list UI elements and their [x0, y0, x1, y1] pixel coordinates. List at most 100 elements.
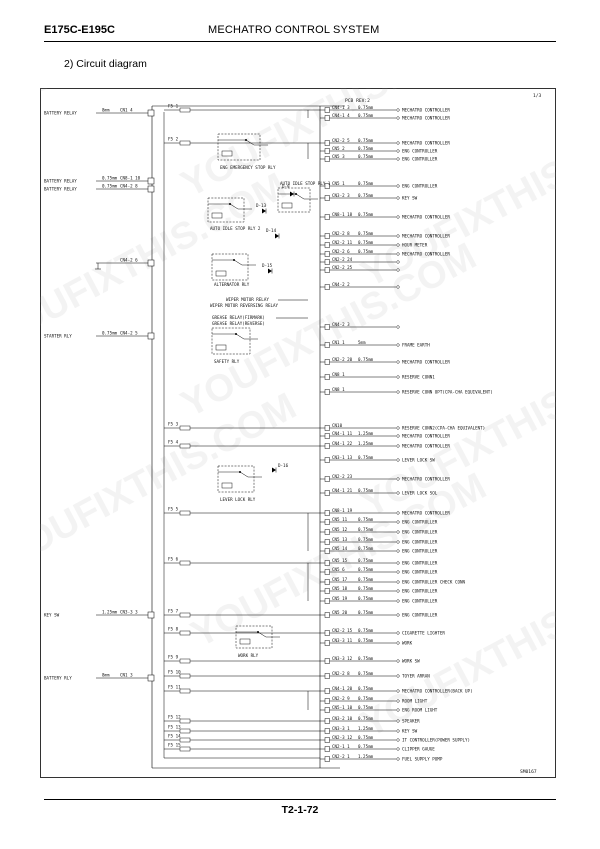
- relay-outline: [217, 133, 261, 161]
- relay-contact: [229, 203, 239, 210]
- output-pin: [324, 140, 330, 146]
- output-destination: MECHATRO CONTROLLER: [402, 444, 450, 449]
- relay-contact: [239, 471, 249, 478]
- diode-d9: [290, 191, 294, 197]
- output-terminal: [396, 157, 400, 161]
- output-connector: CN4-1 3: [332, 105, 350, 110]
- output-destination: MECHATRO CONTROLLER: [402, 511, 450, 516]
- output-connector: CN3-3 12: [332, 656, 353, 661]
- output-wire-size: 0.75mm: [358, 577, 374, 582]
- relay-label: AUTO IDLE STOP RLY 2: [210, 226, 261, 231]
- page-number: T2-1-72: [281, 804, 319, 816]
- fuse-symbol: [179, 718, 191, 724]
- output-pin: [324, 519, 330, 525]
- left-connector: CN8-1 10: [120, 176, 141, 181]
- output-wire-size: 0.75mm: [358, 357, 374, 362]
- output-wire-size: 0.75mm: [358, 558, 374, 563]
- output-terminal: [396, 390, 400, 394]
- relay-label: WORK RLY: [238, 653, 259, 658]
- output-destination: WORK: [402, 641, 413, 646]
- output-connector: CN5-1 10: [332, 705, 353, 710]
- fuse-symbol: [179, 673, 191, 679]
- output-connector: CN2-2 5: [332, 138, 350, 143]
- output-destination: CIGARETTE LIGHTER: [402, 631, 445, 636]
- section-heading: 2) Circuit diagram: [64, 58, 147, 70]
- diode-d16: [272, 467, 276, 473]
- output-pin: [324, 374, 330, 380]
- output-pin: [324, 490, 330, 496]
- output-wire-size: 1.25mm: [358, 754, 374, 759]
- output-connector: CN5 3: [332, 154, 345, 159]
- output-wire-size: 0.75mm: [358, 656, 374, 661]
- output-destination: RESERVE CONN2(CPA-CHA EQUIVALENT): [402, 426, 485, 431]
- output-pin: [324, 425, 330, 431]
- relay-coil: [211, 212, 223, 219]
- left-label: KEY SW: [44, 613, 60, 618]
- left-label: BATTERY RELAY: [44, 179, 77, 184]
- output-terminal: [396, 530, 400, 534]
- left-terminal: [147, 177, 155, 185]
- output-destination: RESERVE CONN OPT(CPA-CHA EQUIVALENT): [402, 390, 493, 395]
- output-terminal: [396, 444, 400, 448]
- relay-coil: [221, 150, 233, 157]
- output-terminal: [396, 729, 400, 733]
- relay-contact: [295, 193, 305, 200]
- output-connector: CN5 2: [332, 146, 345, 151]
- output-destination: ENG CONTROLLER: [402, 184, 438, 189]
- output-destination: ENG CONTROLLER: [402, 530, 438, 535]
- output-pin: [324, 510, 330, 516]
- output-destination: MECHATRO CONTROLLER: [402, 360, 450, 365]
- output-connector: CN2-2 25: [332, 265, 353, 270]
- fuse-label: F5 12: [168, 715, 181, 720]
- output-connector: CN5 18: [332, 586, 348, 591]
- diode-label: D-15: [262, 263, 273, 268]
- fuse-label: F5 4: [168, 440, 179, 445]
- output-terminal: [396, 631, 400, 635]
- relay-label: SAFETY RLY: [214, 359, 240, 364]
- output-terminal: [396, 434, 400, 438]
- output-connector: CN2-2 15: [332, 628, 353, 633]
- relay-outline: [217, 465, 255, 493]
- output-wire-size: 0.75mm: [358, 744, 374, 749]
- output-wire-size: 0.75mm: [358, 610, 374, 615]
- fuse-symbol: [179, 140, 191, 146]
- output-terminal: [396, 243, 400, 247]
- output-connector: CN5 13: [332, 537, 348, 542]
- output-connector: CN5 12: [332, 527, 348, 532]
- output-terminal: [396, 699, 400, 703]
- output-terminal: [396, 561, 400, 565]
- output-wire-size: 0.75mm: [358, 488, 374, 493]
- output-pin: [324, 698, 330, 704]
- output-pin: [324, 737, 330, 743]
- left-connector: CN4-2 8: [120, 184, 138, 189]
- output-pin: [324, 359, 330, 365]
- output-connector: CN4-1 21: [332, 488, 353, 493]
- footer-rule: [44, 799, 556, 800]
- output-destination: IT CONTROLLER(POWER SUPPLY): [402, 738, 470, 743]
- output-connector: CN5 1: [332, 181, 345, 186]
- diode-d15: [268, 268, 272, 274]
- output-terminal: [396, 108, 400, 112]
- output-terminal: [396, 580, 400, 584]
- fuse-label: F5 13: [168, 725, 181, 730]
- output-destination: MECHATRO CONTROLLER: [402, 434, 450, 439]
- output-destination: ENG CONTROLLER: [402, 549, 438, 554]
- output-connector: CN2-2 6: [332, 249, 350, 254]
- left-wire-size: 0.75mm: [102, 176, 118, 181]
- output-terminal: [396, 252, 400, 256]
- circuit-diagram: YOUFIXTHIS.COMYOUFIXTHIS.COMYOUFIXTHIS.C…: [40, 88, 556, 778]
- output-wire-size: 1.25mm: [358, 726, 374, 731]
- output-connector: CN8-1 18: [332, 212, 353, 217]
- output-connector: CN4-1 11: [332, 431, 353, 436]
- diode-label: D-9: [282, 184, 290, 189]
- output-destination: ENG CONTROLLER: [402, 570, 438, 575]
- output-pin: [324, 673, 330, 679]
- output-pin: [324, 640, 330, 646]
- output-wire-size: 0.75mm: [358, 628, 374, 633]
- output-connector: CN3-2 10: [332, 716, 353, 721]
- output-destination: MECHATRO CONTROLLER: [402, 108, 450, 113]
- relay-label: GREASE RELAY(REVERSE): [212, 321, 265, 326]
- output-pin: [324, 342, 330, 348]
- output-destination: MECHATRO CONTROLLER: [402, 116, 450, 121]
